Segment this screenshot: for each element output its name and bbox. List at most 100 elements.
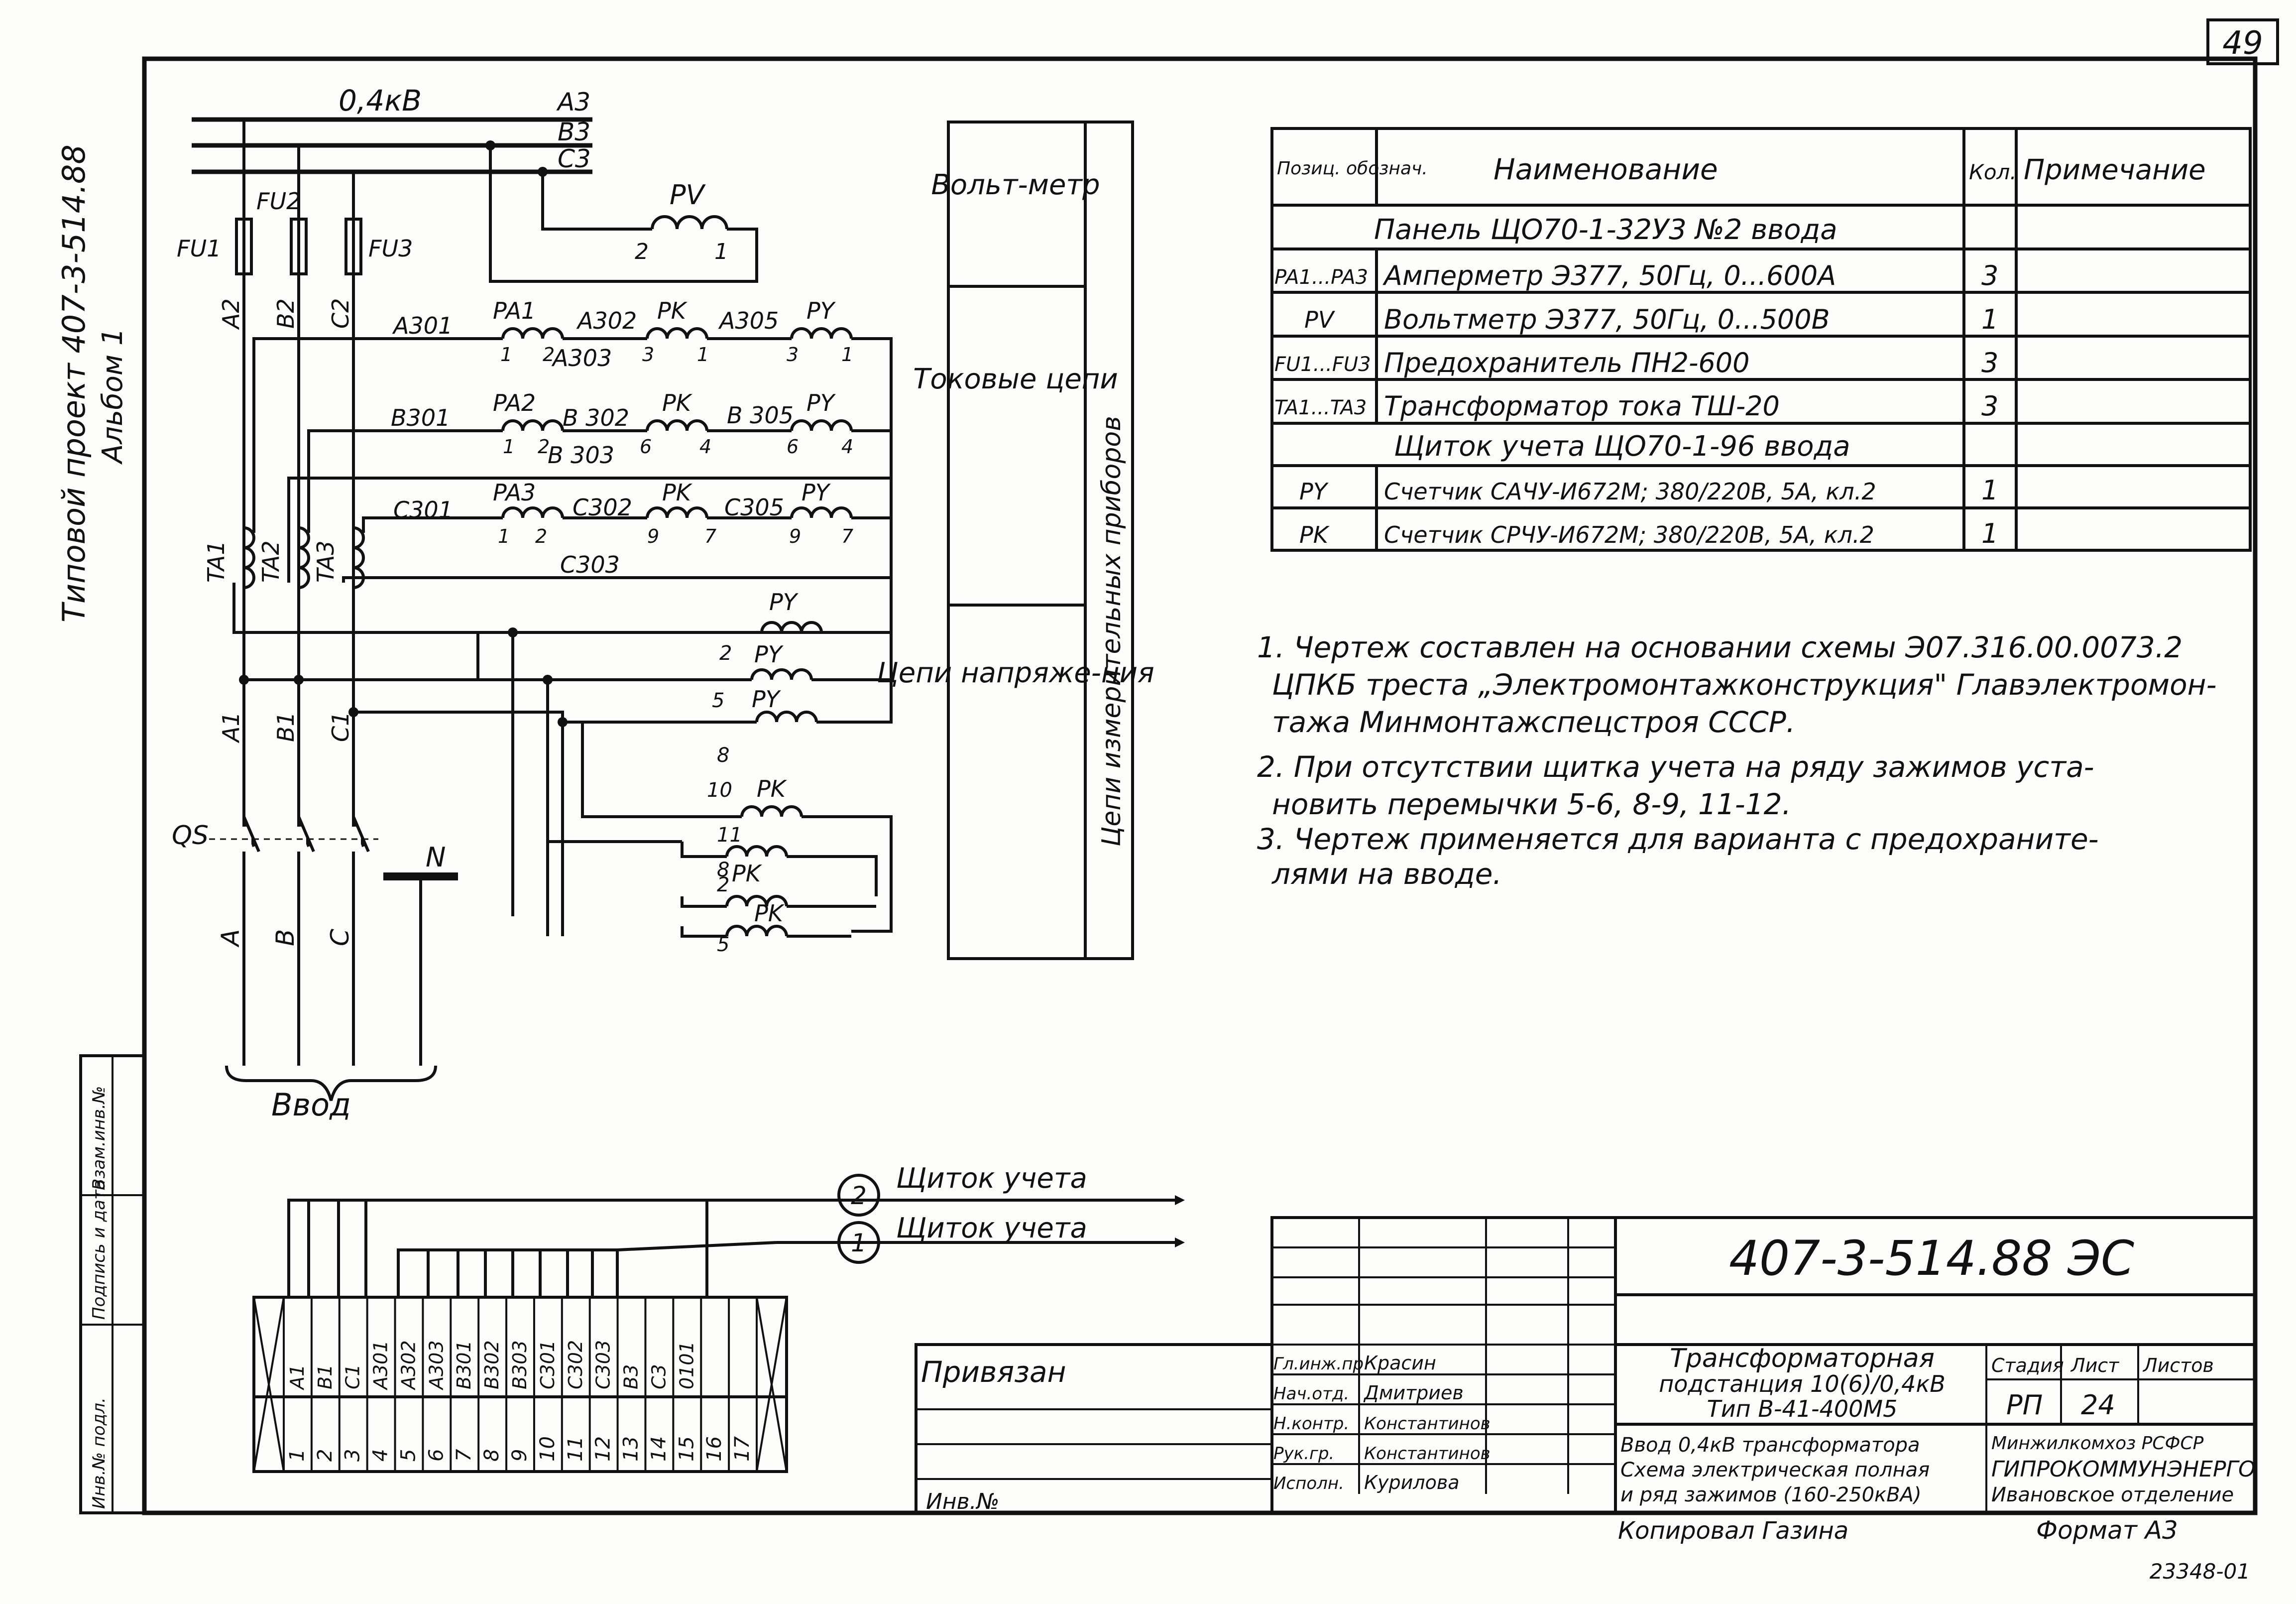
c3-t6: 7 (841, 525, 853, 547)
sheets-head: Листов (2142, 1355, 2214, 1376)
terminal-number: 12 (592, 1436, 615, 1462)
sheet-title-3: и ряд зажимов (160-250кВА) (1620, 1483, 1922, 1506)
terminal-number: 9 (508, 1449, 531, 1462)
c3-w3: C303 (560, 551, 620, 578)
copied-by: Копировал Газина (1618, 1517, 1848, 1545)
c2-t6: 4 (841, 436, 853, 458)
note-line-1: 1. Чертеж составлен на основании схемы Э… (1257, 630, 2182, 664)
spec-h-qty: Кол. (1969, 160, 2017, 184)
c2-t4: 4 (699, 436, 711, 458)
fuse-fu1: FU1 (177, 235, 221, 262)
spec-r1-qty: 3 (1981, 260, 1998, 291)
sheet-number-box (2206, 18, 2279, 65)
out-a: A (216, 929, 245, 948)
role-1: Гл.инж.пр (1273, 1354, 1364, 1374)
output-num-2: 2 (851, 1181, 867, 1210)
c2-w3: B 303 (548, 442, 614, 469)
terminal-wire-label: A301 (370, 1340, 392, 1391)
feeder-b2: B2 (272, 298, 299, 329)
ct-ta3: TA3 (312, 540, 339, 583)
role-5: Исполн. (1273, 1474, 1344, 1493)
vt-8a: 8 (717, 744, 729, 767)
vt-11: 11 (717, 824, 742, 847)
name-4: Константинов (1364, 1444, 1491, 1464)
spec-r1-pos: PA1...PA3 (1274, 266, 1368, 289)
terminal-number: 1 (286, 1449, 309, 1462)
neutral-label: N (426, 842, 446, 873)
c3-t2: 2 (535, 525, 547, 547)
c2-t1: 1 (503, 436, 515, 458)
ct-ta1: TA1 (203, 540, 230, 583)
bus-voltage: 0,4кВ (339, 84, 422, 118)
current-circuit-2: B301 PA2 B 302 PK B 305 PY B 303 1 2 6 4… (287, 389, 893, 583)
spec-group-1: Панель ЩО70-1-32У3 №2 ввода (1374, 214, 1837, 246)
c3-w2: C302 (573, 494, 632, 521)
terminal-wire-label: B302 (481, 1340, 503, 1389)
stamp-replace: Взам.инв.№ (89, 1086, 109, 1190)
switch-qs: QS N A B C Ввод (172, 816, 458, 1123)
spec-h-pos: Позиц. обознач. (1277, 158, 1428, 179)
c3-t4: 7 (704, 525, 716, 547)
terminal-wire-label: B301 (453, 1340, 475, 1389)
vc-py-1: PY (769, 589, 799, 616)
c1-t5: 3 (787, 344, 799, 366)
fuse-fu3: FU3 (368, 235, 413, 262)
sheet-head: Лист (2070, 1355, 2120, 1376)
spec-table: Позиц. обознач. Наименование Кол. Примеч… (1270, 127, 2252, 552)
spec-r2-pos: PV (1304, 306, 1336, 333)
terminal-wire-label: B303 (509, 1340, 531, 1389)
spec-r5-pos: PY (1299, 478, 1329, 505)
note-line-5: новить перемычки 5-6, 8-9, 11-12. (1272, 787, 1791, 821)
title-block: 407-3-514.88 ЭС Привязан Инв.№ Гл.инж.пр… (915, 1216, 2257, 1584)
sheet-title-1: Ввод 0,4кВ трансформатора (1620, 1434, 1920, 1457)
note-line-2: ЦПКБ треста „Электромонтажконструкция" Г… (1272, 668, 2217, 702)
name-2: Дмитриев (1363, 1382, 1464, 1404)
output-label-2: Щиток учета (896, 1162, 1087, 1195)
org-3: Ивановское отделение (1991, 1483, 2234, 1506)
note-line-6: 3. Чертеж применяется для варианта с пре… (1257, 822, 2099, 856)
c1-py: PY (806, 297, 836, 324)
org-2: ГИПРОКОММУНЭНЕРГО (1991, 1457, 2256, 1482)
terminal-wire-label: C302 (565, 1340, 586, 1389)
terminal-wire-label: C303 (592, 1340, 614, 1389)
name-3: Константинов (1364, 1414, 1491, 1434)
vt-2: 2 (717, 873, 729, 896)
c1-t6: 1 (841, 344, 853, 366)
fuses: FU1 FU2 FU3 A2 B2 C2 A1 B1 C1 (177, 120, 413, 1066)
c2-w4: B 305 (727, 402, 794, 429)
c1-w3: A303 (551, 345, 612, 371)
object-2: подстанция 10(6)/0,4кВ (1659, 1370, 1946, 1397)
spec-r1-name: Амперметр Э377, 50Гц, 0...600A (1382, 260, 1836, 291)
c2-t3: 6 (640, 436, 652, 458)
out-b: B (271, 929, 300, 946)
side-album: Альбом 1 (97, 328, 129, 465)
c1-w4: A305 (718, 307, 779, 334)
spec-h-name: Наименование (1493, 152, 1718, 186)
note-line-4: 2. При отсутствии щитка учета на ряду за… (1257, 750, 2094, 784)
current-transformers: TA1 TA2 TA3 (203, 526, 365, 589)
voltmeter-pv: PV 2 1 (489, 145, 758, 283)
c2-w2: B 302 (563, 404, 629, 431)
terminal-wire-label: A1 (286, 1364, 308, 1391)
name-5: Курилова (1364, 1472, 1460, 1493)
c1-t4: 1 (697, 344, 709, 366)
spec-r3-name: Предохранитель ПН2-600 (1384, 347, 1750, 378)
spec-r4-pos: TA1...TA3 (1274, 396, 1367, 419)
spec-r6-name: Счетчик СРЧУ-И672М; 380/220В, 5А, кл.2 (1384, 521, 1874, 548)
side-row-1: Вольт-метр (931, 169, 1100, 201)
c1-t1: 1 (500, 344, 512, 366)
c1-t2: 2 (543, 344, 555, 366)
spec-group-2: Щиток учета ЩО70-1-96 ввода (1394, 430, 1850, 463)
object-3: Тип В-41-400М5 (1707, 1395, 1898, 1422)
c3-t5: 9 (789, 525, 801, 547)
terminal-number: 2 (314, 1449, 337, 1462)
c3-t1: 1 (498, 525, 510, 547)
terminal-wire-label: B3 (620, 1364, 642, 1389)
feeder-a1: A1 (218, 712, 244, 743)
pv-term-2: 2 (635, 239, 649, 264)
c2-t5: 6 (787, 436, 799, 458)
c2-pk: PK (662, 389, 693, 416)
feeder-c2: C2 (327, 298, 354, 329)
